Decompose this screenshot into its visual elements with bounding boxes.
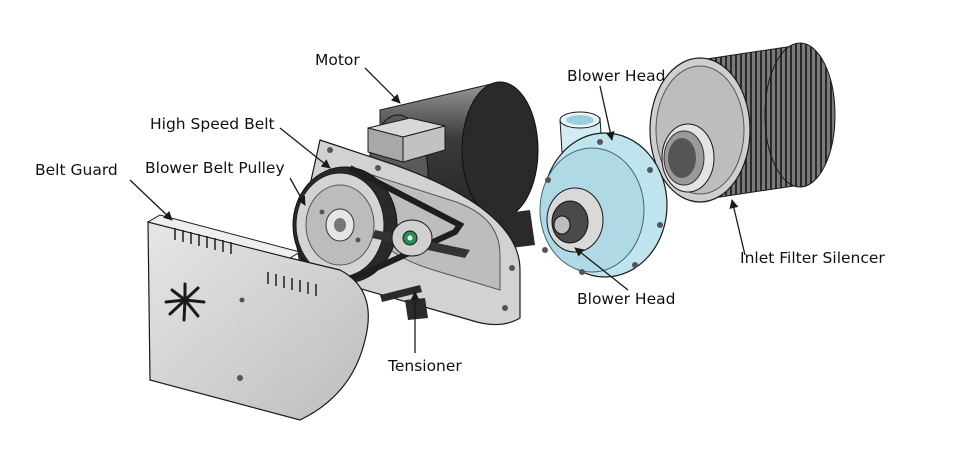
motor-label: Motor — [315, 51, 360, 69]
blower-head-bottom-label: Blower Head — [577, 290, 676, 308]
blower-head-top-label: Blower Head — [567, 67, 666, 85]
inlet-filter-silencer-part — [649, 42, 836, 203]
belt-guard-part — [146, 214, 369, 421]
blower-belt-pulley-label: Blower Belt Pulley — [145, 159, 285, 177]
leader-lines — [129, 67, 746, 353]
blower-head-part — [539, 111, 668, 278]
belt-guard-label: Belt Guard — [35, 161, 118, 179]
tensioner-part — [372, 219, 470, 320]
inlet-filter-silencer-label: Inlet Filter Silencer — [740, 249, 885, 267]
tensioner-label: Tensioner — [388, 357, 462, 375]
high-speed-belt-label: High Speed Belt — [150, 115, 275, 133]
vent-icon — [164, 282, 206, 322]
high-speed-belt-part — [348, 165, 465, 283]
